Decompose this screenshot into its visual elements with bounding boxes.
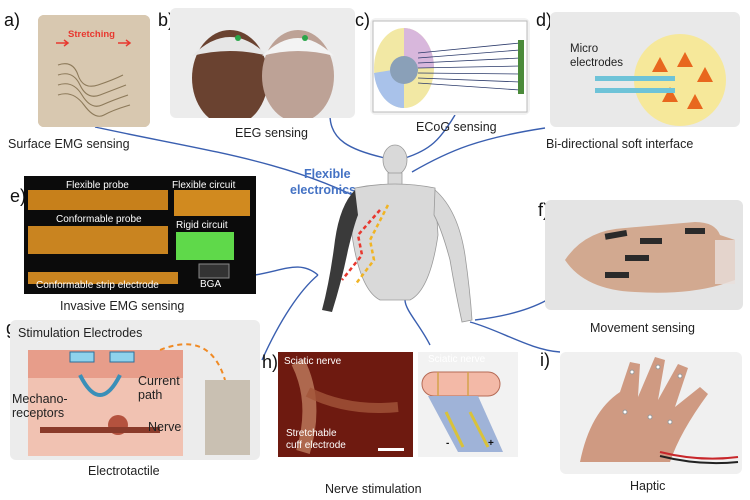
panel-a-caption: Surface EMG sensing	[8, 137, 130, 151]
panel-h-letter: h)	[262, 352, 279, 372]
panel-d-letter: d)	[536, 10, 553, 30]
wire-e	[254, 266, 319, 276]
current-path-line1: Current	[138, 374, 180, 388]
panel-f-image	[545, 200, 743, 310]
micro-label: Micro	[570, 43, 598, 55]
stretching-label: Stretching	[68, 29, 115, 40]
panel-d-caption: Bi-directional soft interface	[546, 137, 694, 151]
human-body-figure	[322, 144, 473, 323]
electrodes-label: electrodes	[570, 57, 623, 69]
panel-e-image: Flexible probe Flexible circuit Conforma…	[24, 176, 256, 294]
panel-i-letter: i)	[540, 350, 550, 370]
panel-i-caption: Haptic	[630, 479, 666, 493]
panel-c-letter: c)	[355, 10, 370, 30]
label-flexible-probe: Flexible probe	[66, 180, 129, 191]
label-flexible-circuit: Flexible circuit	[172, 180, 236, 191]
panel-g-image: Stimulation Electrodes Current path Mech…	[10, 320, 260, 460]
panel-c-image	[370, 18, 530, 115]
wire-g	[261, 274, 319, 361]
cuff-electrode-line1: Stretchable	[286, 428, 337, 439]
label-bga: BGA	[200, 279, 222, 290]
mechanoreceptors-line2: receptors	[12, 406, 65, 420]
wire-i	[469, 321, 561, 353]
sciatic-nerve-diagram-label: Sciatic nerve	[428, 354, 486, 365]
label-conformable-probe: Conformable probe	[56, 214, 142, 225]
center-title-line2: electronics	[290, 183, 357, 197]
label-rigid-circuit: Rigid circuit	[176, 220, 228, 231]
panel-i-image	[560, 352, 742, 474]
plus-terminal: +	[488, 438, 494, 449]
mechanoreceptors-line1: Mechano-	[12, 392, 68, 406]
panel-a-image: Stretching	[38, 15, 150, 127]
center-title-line1: Flexible	[304, 167, 351, 181]
wire-c	[404, 114, 456, 159]
wire-a	[94, 126, 373, 206]
panel-h-diagram: Sciatic nerve - +	[418, 352, 518, 457]
sciatic-nerve-photo-label: Sciatic nerve	[284, 356, 342, 367]
wire-h	[404, 299, 431, 346]
panel-h-caption: Nerve stimulation	[325, 482, 422, 496]
label-conformable-strip: Conformable strip electrode	[36, 280, 159, 291]
stimulation-electrodes-label: Stimulation Electrodes	[18, 326, 143, 340]
panel-e-caption: Invasive EMG sensing	[60, 299, 185, 313]
panel-a-letter: a)	[4, 10, 21, 30]
cuff-electrode-line2: cuff electrode	[286, 440, 346, 451]
panel-d-image: Micro electrodes	[550, 12, 740, 127]
panel-f-letter: f)	[538, 200, 549, 220]
panel-e-letter: e)	[10, 186, 27, 206]
panel-c-caption: ECoG sensing	[416, 120, 497, 134]
panel-b-image	[170, 8, 355, 118]
panel-h-photo: Sciatic nerve Stretchable cuff electrode	[278, 352, 413, 457]
wire-b	[329, 114, 386, 159]
panel-g-caption: Electrotactile	[88, 464, 160, 478]
wire-d	[411, 127, 546, 173]
panel-f-caption: Movement sensing	[590, 321, 695, 335]
nerve-label: Nerve	[148, 420, 182, 434]
current-path-line2: path	[138, 388, 163, 402]
minus-terminal: -	[446, 438, 450, 449]
panel-b-caption: EEG sensing	[235, 126, 308, 140]
